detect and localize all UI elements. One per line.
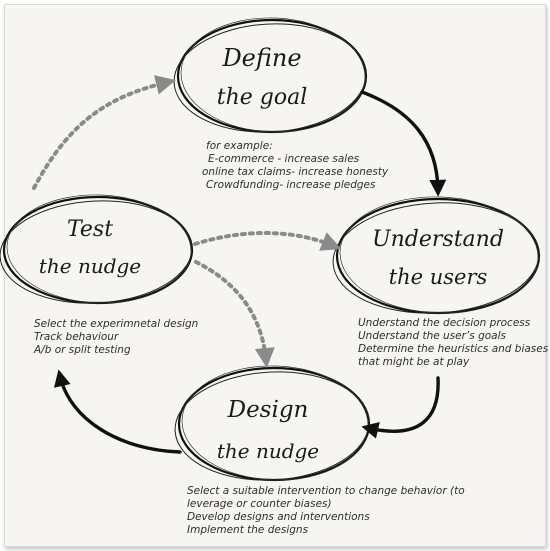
define-goal-node: Define the goal [173,17,368,134]
define-goal-notes: for example: E-commerce - increase sales… [202,140,388,192]
test-nudge-node: Test the nudge [0,194,194,305]
test-nudge-notes: Select the experimnetal design Track beh… [34,318,198,357]
define-goal-notes-intro: for example: [206,140,273,152]
understand-users-note-item: that might be at play [358,356,470,368]
design-nudge-note-item: Implement the designs [187,524,309,536]
dotted-arrow-test-to-define [32,75,176,190]
arrow-define-to-understand [360,90,447,197]
arrow-understand-to-design [361,376,440,439]
define-goal-title-line2: the goal [217,85,308,110]
test-nudge-note-item: Select the experimnetal design [34,318,199,330]
understand-users-title-line1: Understand [372,227,504,252]
design-nudge-title-line2: the nudge [217,439,319,463]
test-nudge-title-line1: Test [67,217,113,242]
define-goal-note-item: E-commerce - increase sales [208,153,360,165]
dotted-arrow-test-to-understand [193,231,342,251]
dotted-arrow-test-to-design [194,260,275,368]
understand-users-note-item: Determine the heuristics and biases [358,343,549,355]
test-nudge-note-item: Track behaviour [34,331,119,343]
understand-users-title-line2: the users [389,265,488,289]
define-goal-note-item: online tax claims- increase honesty [202,166,389,178]
design-nudge-note-item: Select a suitable intervention to change… [187,485,465,497]
understand-users-note-item: Understand the decision process [358,317,531,329]
design-nudge-notes: Select a suitable intervention to change… [187,485,465,537]
understand-users-node: Understand the users [332,196,541,315]
define-goal-title-line1: Define [221,44,301,72]
understand-users-note-item: Understand the user’s goals [358,330,506,342]
paper-background [4,4,546,547]
design-nudge-note-item: leverage or counter biases) [187,498,332,510]
test-nudge-note-item: A/b or split testing [34,344,131,356]
arrow-design-to-test [53,369,182,454]
understand-users-notes: Understand the decision process Understa… [358,317,548,369]
define-goal-note-item: Crowdfunding- increase pledges [206,179,376,191]
design-nudge-node: Design the nudge [174,365,371,482]
design-nudge-note-item: Develop designs and interventions [187,511,370,523]
design-nudge-title-line1: Design [227,397,309,423]
test-nudge-title-line2: the nudge [39,254,141,278]
